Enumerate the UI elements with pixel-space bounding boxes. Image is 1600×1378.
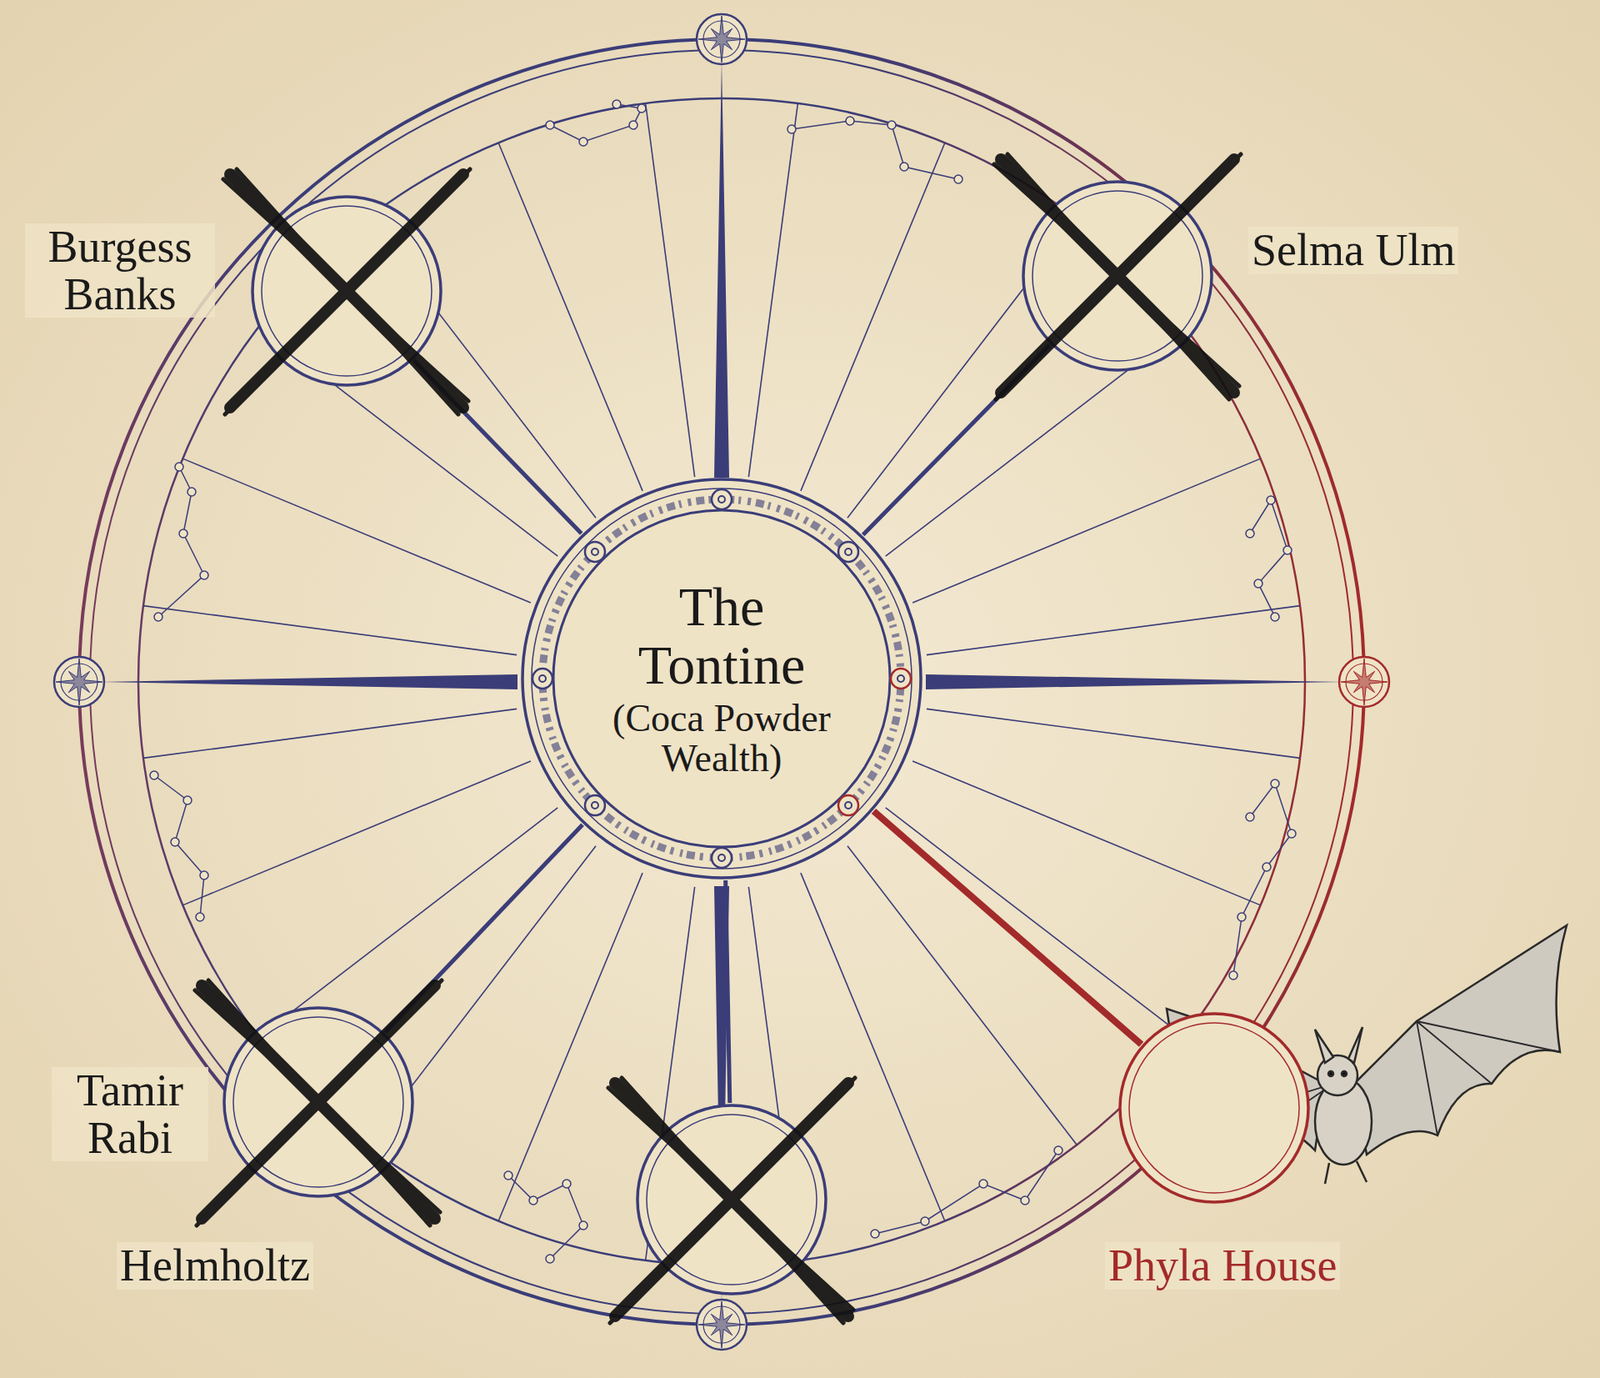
star-dot	[200, 870, 209, 880]
central-circle: The Tontine(Coca Powder Wealth)	[520, 476, 924, 880]
wheel-spoke	[259, 807, 559, 1037]
star-dot	[979, 1179, 988, 1188]
compass-spike	[100, 674, 518, 690]
wheel-spoke	[912, 458, 1261, 603]
star-dot	[1287, 829, 1296, 838]
star-dot	[612, 100, 621, 109]
wheel-spoke	[926, 708, 1300, 758]
star-dot	[637, 104, 646, 113]
constellation	[158, 466, 205, 617]
star-dot	[545, 1254, 555, 1263]
star-dot	[179, 529, 188, 538]
star-dot	[1229, 970, 1238, 980]
compass-spike	[714, 60, 730, 478]
member-name: Phyla House	[1105, 1241, 1340, 1290]
circle-outline	[1117, 1010, 1311, 1205]
star-dot	[1270, 612, 1280, 621]
center-subtitle: (Coca Powder Wealth)	[596, 698, 847, 780]
star-dot	[845, 116, 855, 125]
star-dot	[562, 1179, 571, 1188]
wheel-spoke	[926, 605, 1300, 655]
constellation	[550, 104, 642, 142]
star-dot	[1020, 1195, 1030, 1205]
star-dot	[529, 1195, 538, 1205]
center-title: The Tontine	[596, 577, 847, 694]
wheel-spoke	[182, 458, 531, 603]
wheel-spoke	[800, 872, 945, 1221]
star-dot	[200, 570, 209, 580]
star-dot	[900, 162, 909, 171]
constellation	[508, 1175, 584, 1259]
star-dot	[504, 1170, 513, 1180]
wheel-spoke	[885, 807, 1185, 1037]
member-name: Selma Ulm	[1248, 226, 1459, 275]
cross-mark	[608, 1077, 855, 1323]
star-dot	[1254, 579, 1263, 588]
wheel-spoke	[912, 760, 1261, 905]
compass-rose	[696, 1299, 747, 1350]
wheel-spoke	[645, 103, 695, 477]
claim-line	[873, 810, 1141, 1045]
star-dot	[1245, 529, 1255, 538]
constellation	[791, 120, 959, 180]
star-dot	[787, 125, 796, 134]
star-dot	[545, 120, 555, 130]
star-dot	[154, 612, 163, 621]
wheel-spoke	[143, 708, 517, 758]
wheel-spoke	[143, 605, 517, 655]
compass-rose	[54, 656, 105, 707]
compass-spike	[925, 674, 1343, 690]
star-dot	[579, 1220, 588, 1230]
star-dot	[170, 837, 180, 846]
member-name: Helmholtz	[116, 1241, 314, 1290]
star-dot	[1054, 1145, 1063, 1155]
wheel-spoke	[498, 872, 643, 1221]
star-dot	[579, 137, 588, 146]
star-dot	[954, 175, 963, 184]
star-dot	[920, 1216, 930, 1225]
star-dot	[175, 462, 184, 471]
member-name: Tamir Rabi	[51, 1066, 209, 1161]
star-dot	[1270, 779, 1280, 788]
star-dot	[187, 487, 196, 496]
star-dot	[887, 120, 896, 130]
star-dot	[1262, 862, 1271, 871]
wheel-spoke	[182, 760, 531, 905]
cross-mark	[195, 980, 442, 1225]
star-dot	[1237, 912, 1246, 921]
wheel-spoke	[498, 142, 643, 491]
star-dot	[870, 1229, 880, 1238]
compass-rose	[1339, 656, 1390, 707]
star-dot	[195, 912, 205, 921]
wheel-spoke	[748, 103, 798, 477]
star-dot	[629, 120, 638, 130]
constellation	[154, 775, 205, 917]
cross-mark	[223, 169, 470, 415]
compass-rose	[696, 14, 747, 65]
cross-mark	[994, 154, 1241, 400]
constellation	[1250, 500, 1288, 617]
star-dot	[150, 770, 159, 780]
star-dot	[183, 795, 192, 805]
star-dot	[1245, 812, 1255, 821]
member-circle: Phyla House	[1117, 1010, 1311, 1205]
wheel-spoke	[800, 142, 945, 491]
spoke-connector	[725, 880, 730, 1103]
star-dot	[1266, 495, 1275, 505]
constellation	[1233, 783, 1292, 975]
constellation	[875, 1150, 1059, 1234]
member-name: Burgess Banks	[25, 223, 215, 318]
star-dot	[1283, 545, 1292, 555]
